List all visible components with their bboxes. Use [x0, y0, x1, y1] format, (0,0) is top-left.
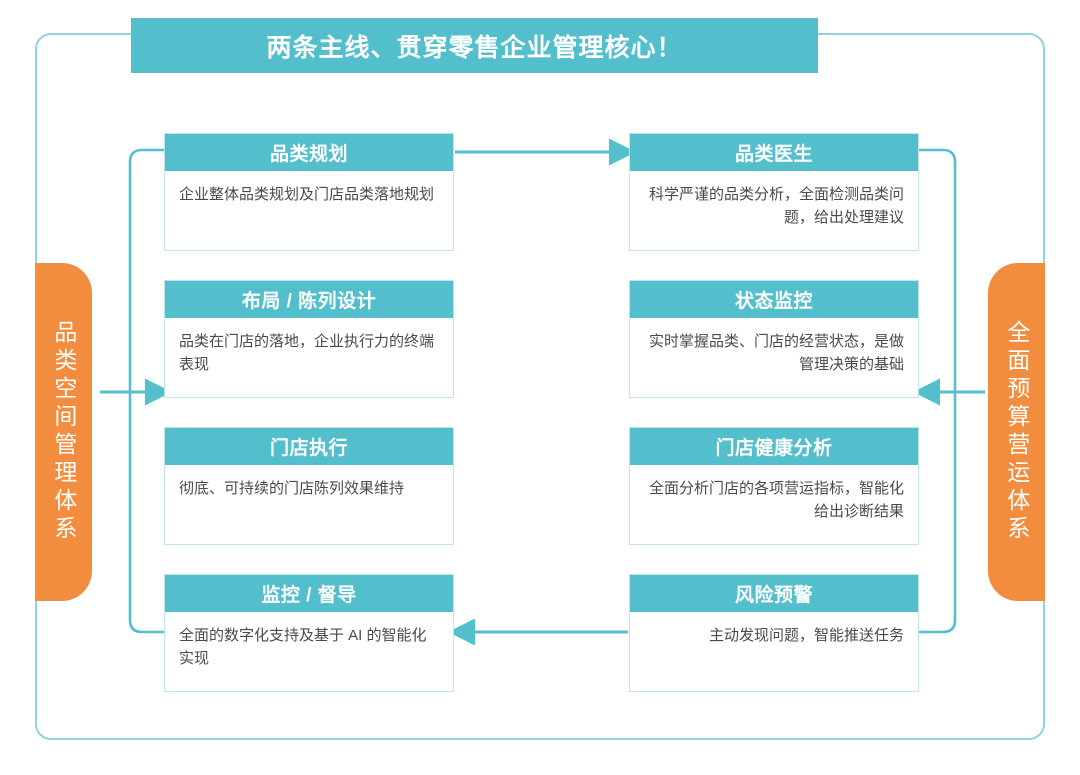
card-left-1-desc: 企业整体品类规划及门店品类落地规划 — [179, 186, 435, 203]
card-left-1-title: 品类规划 — [165, 134, 453, 171]
card-left-3-title: 门店执行 — [165, 428, 453, 465]
card-right-3-title: 门店健康分析 — [630, 428, 918, 465]
card-right-2-desc: 实时掌握品类、门店的经营状态，是做管理决策的基础 — [648, 333, 904, 374]
card-left-4-desc: 全面的数字化支持及基于 AI 的智能化实现 — [179, 627, 427, 668]
card-left-4-title: 监控 / 督导 — [165, 575, 453, 612]
card-right-3[interactable]: 门店健康分析 全面分析门店的各项营运指标，智能化给出诊断结果 — [629, 427, 919, 545]
card-right-3-desc: 全面分析门店的各项营运指标，智能化给出诊断结果 — [648, 480, 904, 521]
card-right-1-title: 品类医生 — [630, 134, 918, 171]
card-left-2[interactable]: 布局 / 陈列设计 品类在门店的落地，企业执行力的终端表现 — [164, 280, 454, 398]
title-banner: 两条主线、贯穿零售企业管理核心！ — [131, 18, 818, 73]
card-right-4[interactable]: 风险预警 主动发现问题，智能推送任务 — [629, 574, 919, 692]
card-left-3-desc: 彻底、可持续的门店陈列效果维持 — [179, 480, 405, 497]
card-left-3[interactable]: 门店执行 彻底、可持续的门店陈列效果维持 — [164, 427, 454, 545]
card-right-4-title: 风险预警 — [630, 575, 918, 612]
card-right-2-title: 状态监控 — [630, 281, 918, 318]
page-title: 两条主线、贯穿零售企业管理核心！ — [266, 33, 683, 62]
card-left-4[interactable]: 监控 / 督导 全面的数字化支持及基于 AI 的智能化实现 — [164, 574, 454, 692]
card-right-4-desc: 主动发现问题，智能推送任务 — [708, 627, 904, 644]
sidebar-left-category-space: 品类空间管理体系 — [35, 263, 92, 601]
card-right-1-desc: 科学严谨的品类分析，全面检测品类问题，给出处理建议 — [648, 186, 904, 227]
sidebar-right-label: 全面预算营运体系 — [1003, 320, 1030, 544]
card-left-2-title: 布局 / 陈列设计 — [165, 281, 453, 318]
sidebar-left-label: 品类空间管理体系 — [50, 320, 77, 544]
card-left-1[interactable]: 品类规划 企业整体品类规划及门店品类落地规划 — [164, 133, 454, 251]
sidebar-right-budget-operations: 全面预算营运体系 — [988, 263, 1045, 601]
card-left-2-desc: 品类在门店的落地，企业执行力的终端表现 — [179, 333, 435, 374]
card-right-2[interactable]: 状态监控 实时掌握品类、门店的经营状态，是做管理决策的基础 — [629, 280, 919, 398]
card-right-1[interactable]: 品类医生 科学严谨的品类分析，全面检测品类问题，给出处理建议 — [629, 133, 919, 251]
